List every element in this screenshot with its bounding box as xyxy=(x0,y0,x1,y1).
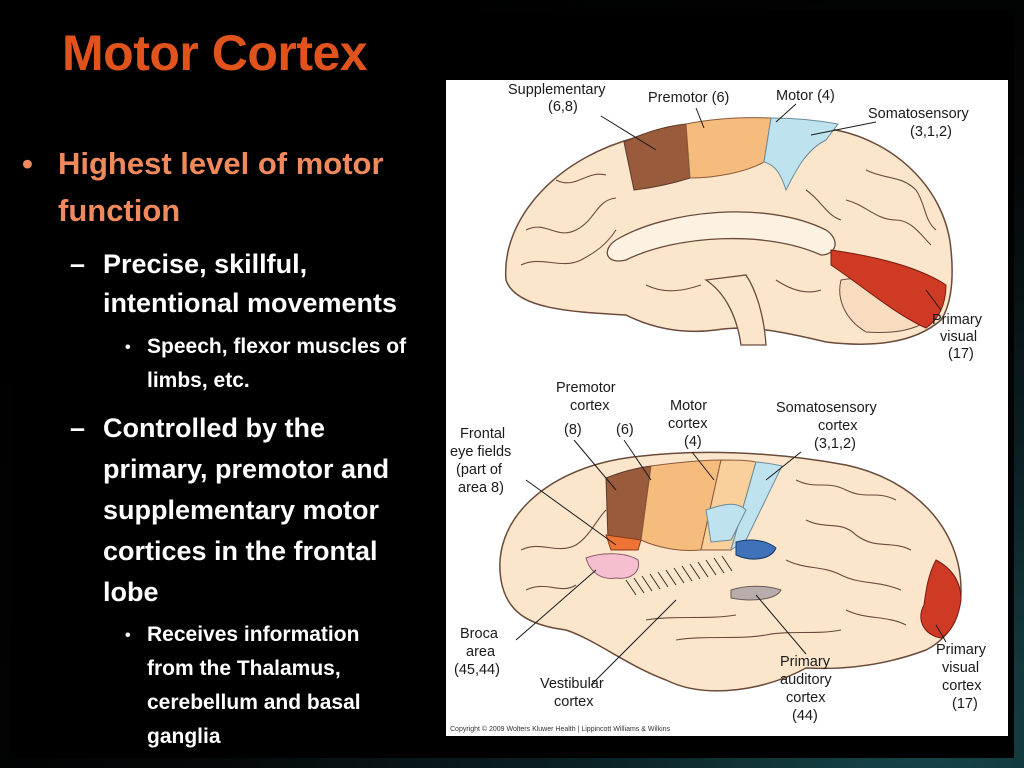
bullet-line: Highest level of motor xyxy=(58,146,384,181)
top-labels: Supplementary (6,8) Premotor (6) Motor (… xyxy=(508,82,983,362)
somatosensory-region xyxy=(763,117,839,192)
label-motor: Motor (4) xyxy=(776,88,835,104)
label-primary-visual-cortex: visual xyxy=(942,660,979,676)
copyright-text: Copyright © 2009 Wolters Kluwer Health |… xyxy=(450,725,671,733)
label-motor-cortex: Motor xyxy=(670,398,707,414)
sub-bullet-line: cortices in the frontal xyxy=(103,536,378,566)
detail-line: ganglia xyxy=(147,725,221,748)
sub-bullet-line: supplementary motor xyxy=(103,495,380,525)
detail-line: limbs, etc. xyxy=(147,369,250,392)
sub-bullet-line: Precise, skillful, xyxy=(103,249,308,279)
label-primary-auditory: cortex xyxy=(786,690,826,706)
label-premotor-cortex: Premotor xyxy=(556,380,616,396)
detail-line: from the Thalamus, xyxy=(147,657,341,680)
label-primary-visual-cortex-code: (17) xyxy=(952,696,978,712)
label-broca: Broca xyxy=(460,626,499,642)
label-supplementary-code: (6,8) xyxy=(548,99,578,115)
label-somatosensory-cortex-code: (3,1,2) xyxy=(814,436,856,452)
label-premotor-8: (8) xyxy=(564,422,582,438)
bullet-dot: • xyxy=(125,339,131,356)
sub-bullet-line: lobe xyxy=(103,577,159,607)
label-primary-visual-code: (17) xyxy=(948,346,974,362)
lateral-brain-view xyxy=(499,451,962,692)
supplementary-region xyxy=(623,123,691,191)
label-somatosensory-cortex: Somatosensory xyxy=(776,400,877,416)
label-primary-auditory: auditory xyxy=(780,672,832,688)
sub-bullet-line: primary, premotor and xyxy=(103,454,390,484)
medial-brain-view xyxy=(505,117,953,346)
label-motor-cortex-code: (4) xyxy=(684,434,702,450)
visual-region xyxy=(830,249,947,329)
corpus-callosum xyxy=(606,211,836,262)
sylvian-hatching xyxy=(625,555,733,596)
label-vestibular: cortex xyxy=(554,694,594,710)
label-frontal-eye-fields: Frontal xyxy=(460,426,505,442)
label-primary-visual: Primary xyxy=(932,312,983,328)
broca-region xyxy=(585,553,640,579)
detail-line: Receives information xyxy=(147,623,360,646)
svg-text:Supplementary: Supplementary xyxy=(508,82,606,98)
label-primary-auditory: Primary xyxy=(780,654,831,670)
somatosensory-cortex-region xyxy=(730,461,783,552)
label-somatosensory-code: (3,1,2) xyxy=(910,124,952,140)
label-frontal-eye-fields: area 8) xyxy=(458,480,504,496)
frontal-eye-fields-region xyxy=(605,534,642,551)
slide-title: Motor Cortex xyxy=(62,25,368,81)
dash-marker: – xyxy=(70,249,86,279)
svg-text:(6,8): (6,8) xyxy=(548,99,578,115)
label-frontal-eye-fields: eye fields xyxy=(450,444,511,460)
brainstem xyxy=(704,274,767,346)
label-primary-visual: visual xyxy=(940,329,977,345)
sub-bullet-line: Controlled by the xyxy=(103,413,325,443)
auditory-region xyxy=(735,539,777,560)
label-somatosensory: Somatosensory xyxy=(868,106,969,122)
label-somatosensory-cortex: cortex xyxy=(818,418,858,434)
label-vestibular: Vestibular xyxy=(540,676,604,692)
label-motor-cortex: cortex xyxy=(668,416,708,432)
gyri-lines xyxy=(520,169,937,293)
label-premotor-cortex: cortex xyxy=(570,398,610,414)
label-premotor: Premotor (6) xyxy=(648,90,729,106)
label-supplementary: Supplementary xyxy=(508,82,606,98)
label-primary-visual-cortex: cortex xyxy=(942,678,982,694)
label-primary-visual-cortex: Primary xyxy=(936,642,987,658)
sub-bullet-line: intentional movements xyxy=(103,288,398,318)
lateral-gyri-lines xyxy=(520,479,912,641)
brain-diagrams: Supplementary (6,8) Premotor (6) Motor (… xyxy=(450,82,987,733)
top-leader-lines xyxy=(600,103,942,311)
bullet-dot: • xyxy=(125,627,131,644)
detail-line: Speech, flexor muscles of xyxy=(147,335,407,358)
label-broca-code: (45,44) xyxy=(454,662,500,678)
label-frontal-eye-fields: (part of xyxy=(456,462,503,478)
label-broca: area xyxy=(466,644,496,660)
label-primary-auditory-code: (44) xyxy=(792,708,818,724)
bottom-labels: Premotor cortex (8) (6) Motor cortex (4)… xyxy=(450,380,987,733)
brain-figure: Supplementary (6,8) Premotor (6) Motor (… xyxy=(446,80,1008,736)
somatosensory-strip xyxy=(705,503,747,543)
label-premotor-6: (6) xyxy=(616,422,634,438)
vestibular-region xyxy=(730,585,782,601)
bottom-leader-lines xyxy=(515,439,947,686)
visual-cortex-region xyxy=(920,559,962,639)
detail-line: cerebellum and basal xyxy=(147,691,361,714)
bullet-line: function xyxy=(58,193,181,228)
dash-marker: – xyxy=(70,413,86,443)
bullet-dot: • xyxy=(22,146,33,181)
